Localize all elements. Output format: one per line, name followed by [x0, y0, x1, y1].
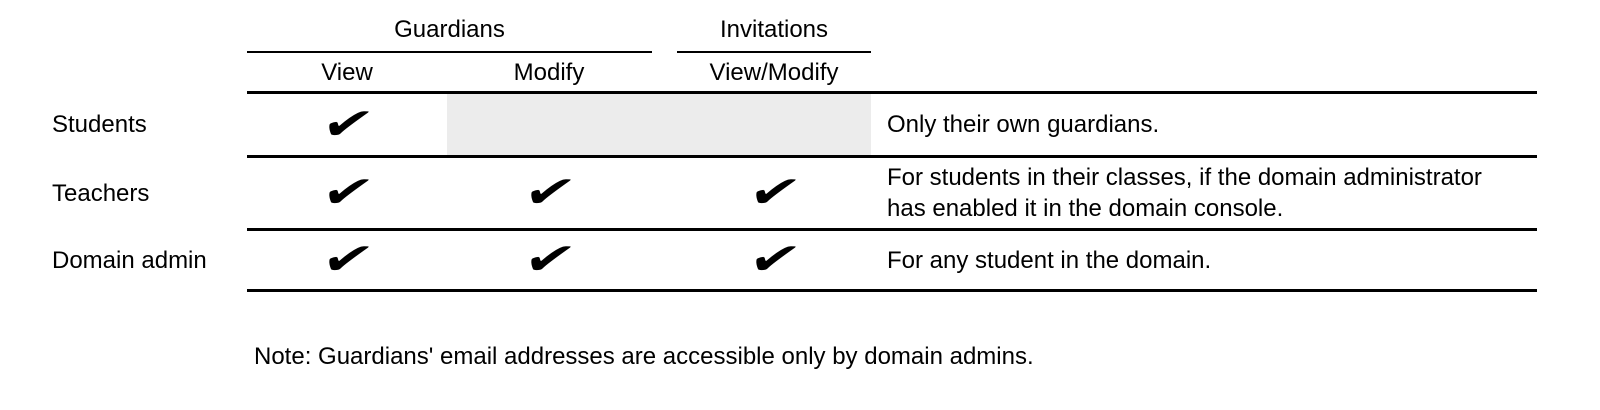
check-icon: ✔: [518, 234, 581, 285]
domain-admin-note: For any student in the domain.: [887, 247, 1212, 274]
domain-admin-view-cell: ✔: [247, 234, 447, 286]
row-rule-after-students: [247, 155, 1537, 158]
students-modify-cell: [447, 99, 651, 151]
teachers-view-cell: ✔: [247, 167, 447, 219]
students-view-modify-cell: [677, 99, 871, 151]
check-icon: ✔: [316, 167, 379, 218]
domain-admin-view-modify-cell: ✔: [677, 234, 871, 286]
check-icon: ✔: [743, 234, 806, 285]
row-label-students: Students: [52, 111, 147, 138]
column-group-label-invitations: Invitations: [719, 16, 829, 43]
teachers-view-modify-cell: ✔: [677, 167, 871, 219]
column-header-view: View: [321, 59, 373, 86]
students-view-cell: ✔: [247, 99, 447, 151]
footnote: Note: Guardians' email addresses are acc…: [254, 343, 1034, 370]
check-icon: ✔: [743, 167, 806, 218]
row-label-teachers: Teachers: [52, 180, 150, 207]
students-disabled-cells-region: [447, 94, 871, 155]
check-icon: ✔: [518, 167, 581, 218]
teachers-note: For students in their classes, if the do…: [887, 164, 1482, 222]
column-header-view-modify: View/Modify: [709, 59, 839, 86]
row-rule-after-teachers: [247, 228, 1537, 231]
teachers-modify-cell: ✔: [447, 167, 651, 219]
table-header-rule: [247, 91, 1537, 94]
column-group-label-guardians: Guardians: [394, 16, 505, 43]
check-icon: ✔: [316, 99, 379, 150]
invitations-group-underline: [677, 51, 871, 53]
students-note: Only their own guardians.: [887, 111, 1160, 138]
check-icon: ✔: [316, 234, 379, 285]
column-header-modify: Modify: [513, 59, 585, 86]
table-bottom-rule: [247, 289, 1537, 292]
row-label-domain-admin: Domain admin: [52, 247, 207, 274]
guardians-group-underline: [247, 51, 652, 53]
domain-admin-modify-cell: ✔: [447, 234, 651, 286]
